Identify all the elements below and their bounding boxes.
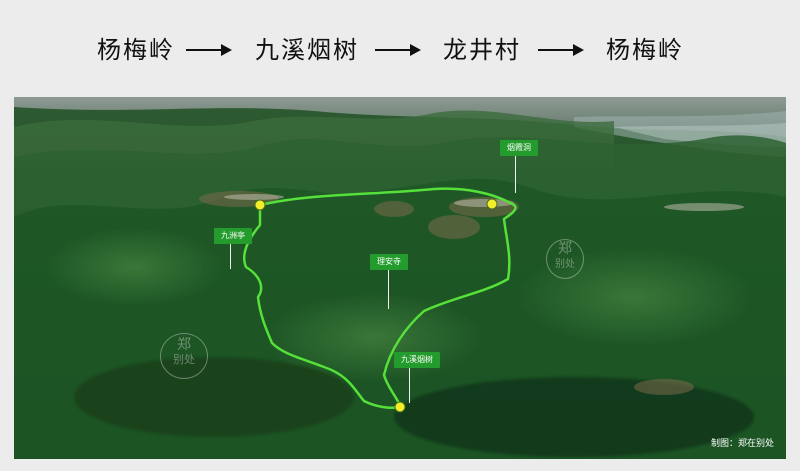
- map-credit: 制图：郑在别处: [710, 439, 774, 449]
- leader-line: [230, 243, 231, 269]
- watermark-seal: 郑别处: [546, 239, 584, 279]
- hiking-route: [243, 187, 517, 409]
- arrow-right-icon: [186, 44, 232, 56]
- terrain-illustration: [14, 97, 786, 459]
- label-jiuxi-yanshu: 九溪烟树: [394, 352, 440, 368]
- route-stop-2: 九溪烟树: [255, 36, 359, 64]
- jiuxi-marker: [394, 401, 406, 413]
- start-marker: [254, 199, 266, 211]
- leader-line: [388, 269, 389, 309]
- leader-line: [409, 367, 410, 403]
- route-stop-start: 杨梅岭: [97, 36, 175, 64]
- route-header: 杨梅岭 九溪烟树 龙井村 杨梅岭: [0, 0, 800, 96]
- arrow-right-icon: [538, 44, 584, 56]
- label-yanxiadong: 烟霞洞: [500, 140, 538, 156]
- route-stop-3: 龙井村: [443, 36, 521, 64]
- watermark-seal: 郑别处: [160, 333, 208, 379]
- longjing-marker: [486, 198, 498, 210]
- satellite-map[interactable]: 烟霞洞 九洲亭 理安寺 九溪烟树 郑别处 郑别处 制图：郑在别处: [14, 97, 786, 459]
- label-jiuzhou-ting: 九洲亭: [214, 228, 252, 244]
- arrow-right-icon: [375, 44, 421, 56]
- leader-line: [515, 154, 516, 193]
- route-stop-end: 杨梅岭: [606, 36, 684, 64]
- label-li-an-si: 理安寺: [370, 254, 408, 270]
